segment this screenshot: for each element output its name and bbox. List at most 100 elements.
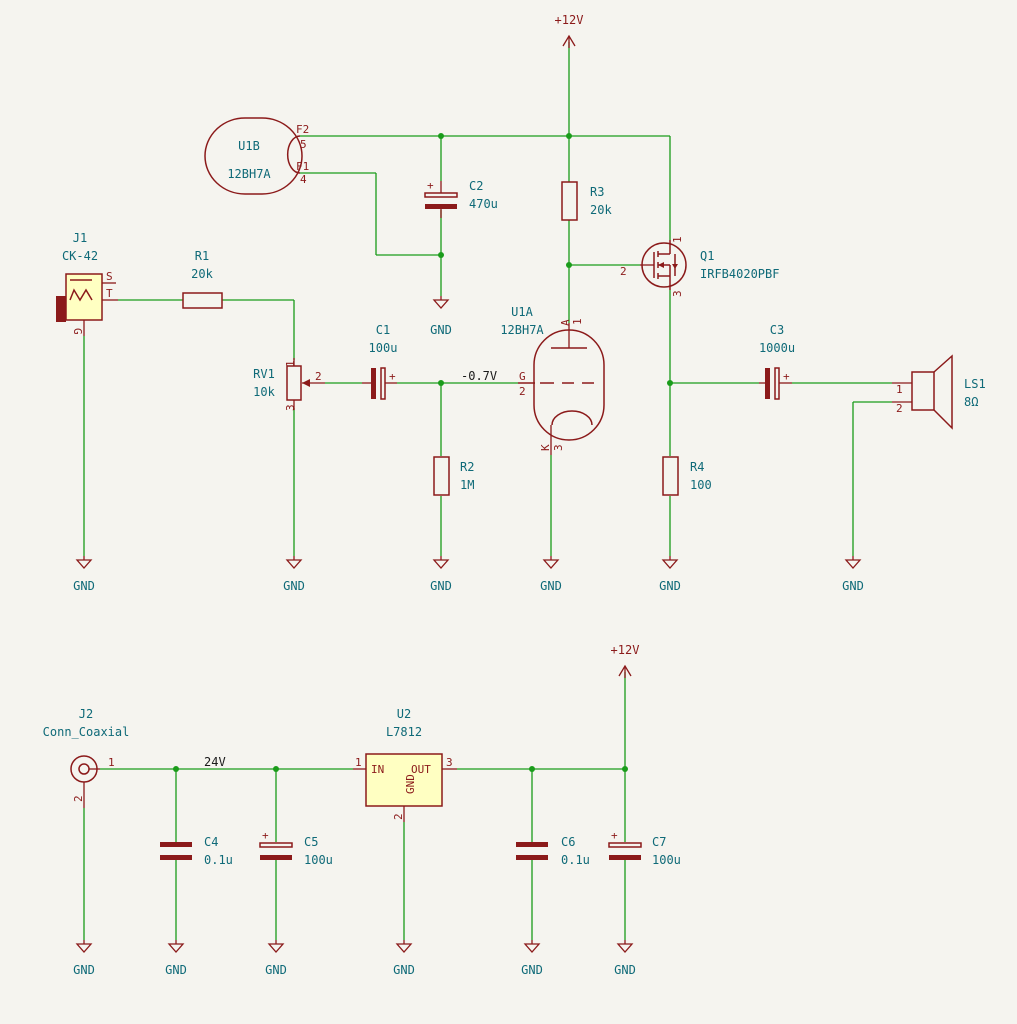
q1-value: IRFB4020PBF [700, 267, 779, 281]
component-rv1[interactable]: 1 2 3 RV1 10k [253, 358, 325, 411]
r4-ref: R4 [690, 460, 704, 474]
svg-text:GND: GND [404, 774, 417, 794]
wires-upper [83, 42, 892, 556]
component-u1a[interactable]: A 1 G 2 K 3 U1A 12BH7A [500, 305, 605, 455]
wires-lower [83, 672, 626, 940]
c5-value: 100u [304, 853, 333, 867]
svg-text:GND: GND [283, 579, 305, 593]
svg-text:+: + [427, 179, 434, 192]
power-vcc-top: +12V [555, 13, 584, 48]
svg-text:2: 2 [72, 795, 85, 802]
gnd-symbol: GND [540, 555, 562, 593]
svg-text:F1: F1 [296, 160, 309, 173]
svg-text:3: 3 [284, 404, 297, 411]
component-u2[interactable]: IN OUT GND 1 3 2 U2 L7812 [353, 707, 457, 822]
rv1-value: 10k [253, 385, 275, 399]
r3-ref: R3 [590, 185, 604, 199]
svg-text:+: + [783, 370, 790, 383]
u2-ref: U2 [397, 707, 411, 721]
svg-text:2: 2 [896, 402, 903, 415]
component-q1[interactable]: 1 2 3 Q1 IRFB4020PBF [620, 236, 779, 297]
component-j2[interactable]: 1 2 J2 Conn_Coaxial [43, 707, 130, 808]
component-r2[interactable]: R2 1M [433, 456, 474, 496]
junctions [173, 133, 673, 772]
svg-text:2: 2 [392, 813, 405, 820]
svg-text:1: 1 [284, 360, 297, 367]
c1-value: 100u [369, 341, 398, 355]
component-c2[interactable]: + C2 470u [424, 179, 498, 218]
gnd-symbol: GND [283, 555, 305, 593]
r2-value: 1M [460, 478, 474, 492]
gnd-symbol: GND [393, 939, 415, 977]
svg-text:GND: GND [165, 963, 187, 977]
c2-value: 470u [469, 197, 498, 211]
c4-ref: C4 [204, 835, 218, 849]
c2-ref: C2 [469, 179, 483, 193]
svg-text:GND: GND [73, 579, 95, 593]
c3-ref: C3 [770, 323, 784, 337]
r1-value: 20k [191, 267, 213, 281]
svg-text:GND: GND [614, 963, 636, 977]
svg-text:3: 3 [446, 756, 453, 769]
c7-value: 100u [652, 853, 681, 867]
j2-ref: J2 [79, 707, 93, 721]
svg-text:GND: GND [430, 323, 452, 337]
svg-text:3: 3 [552, 444, 565, 451]
gnd-symbol: GND [265, 939, 287, 977]
ls1-value: 8Ω [964, 395, 978, 409]
c4-value: 0.1u [204, 853, 233, 867]
c6-value: 0.1u [561, 853, 590, 867]
power-vcc-bottom: +12V [611, 643, 640, 678]
r4-value: 100 [690, 478, 712, 492]
component-c6[interactable]: C6 0.1u [516, 835, 590, 867]
rv1-ref: RV1 [253, 367, 275, 381]
component-c5[interactable]: + C5 100u [259, 829, 333, 867]
gnd-symbol: GND [165, 939, 187, 977]
component-r1[interactable]: R1 20k [182, 249, 223, 309]
u1a-value: 12BH7A [500, 323, 544, 337]
svg-text:1: 1 [355, 756, 362, 769]
gnd-symbol: GND [430, 295, 452, 337]
gnd-symbol: GND [659, 555, 681, 593]
svg-text:A: A [559, 319, 572, 326]
svg-text:2: 2 [620, 265, 627, 278]
svg-text:OUT: OUT [411, 763, 431, 776]
r3-value: 20k [590, 203, 612, 217]
svg-text:5: 5 [300, 138, 307, 151]
component-r3[interactable]: R3 20k [561, 181, 612, 221]
gnd-symbol: GND [842, 555, 864, 593]
svg-text:F2: F2 [296, 123, 309, 136]
q1-ref: Q1 [700, 249, 714, 263]
component-j1[interactable]: S T G J1 CK-42 [56, 231, 118, 336]
svg-text:2: 2 [315, 370, 322, 383]
svg-text:2: 2 [519, 385, 526, 398]
r2-ref: R2 [460, 460, 474, 474]
c7-ref: C7 [652, 835, 666, 849]
svg-text:+12V: +12V [611, 643, 640, 657]
u1a-ref: U1A [511, 305, 533, 319]
svg-text:1: 1 [671, 236, 684, 243]
svg-text:+12V: +12V [555, 13, 584, 27]
svg-text:1: 1 [108, 756, 115, 769]
component-c7[interactable]: + C7 100u [608, 829, 681, 867]
u1b-ref: U1B [238, 139, 260, 153]
svg-text:GND: GND [73, 963, 95, 977]
component-c1[interactable]: + C1 100u [362, 323, 398, 400]
svg-text:+: + [262, 829, 269, 842]
component-c3[interactable]: + C3 1000u [759, 323, 795, 400]
svg-text:GND: GND [540, 579, 562, 593]
svg-text:+: + [611, 829, 618, 842]
component-u1b[interactable]: F2 5 F1 4 U1B 12BH7A [204, 117, 309, 195]
component-r4[interactable]: R4 100 [662, 456, 712, 496]
gnd-symbol: GND [614, 939, 636, 977]
component-ls1[interactable]: 1 2 LS1 8Ω [892, 354, 986, 430]
svg-text:GND: GND [393, 963, 415, 977]
svg-text:4: 4 [300, 173, 307, 186]
net-label-grid-bias: -0.7V [461, 369, 497, 383]
component-c4[interactable]: C4 0.1u [160, 835, 233, 867]
svg-text:G: G [71, 328, 84, 335]
c5-ref: C5 [304, 835, 318, 849]
gnd-symbol: GND [73, 555, 95, 593]
svg-text:IN: IN [371, 763, 384, 776]
